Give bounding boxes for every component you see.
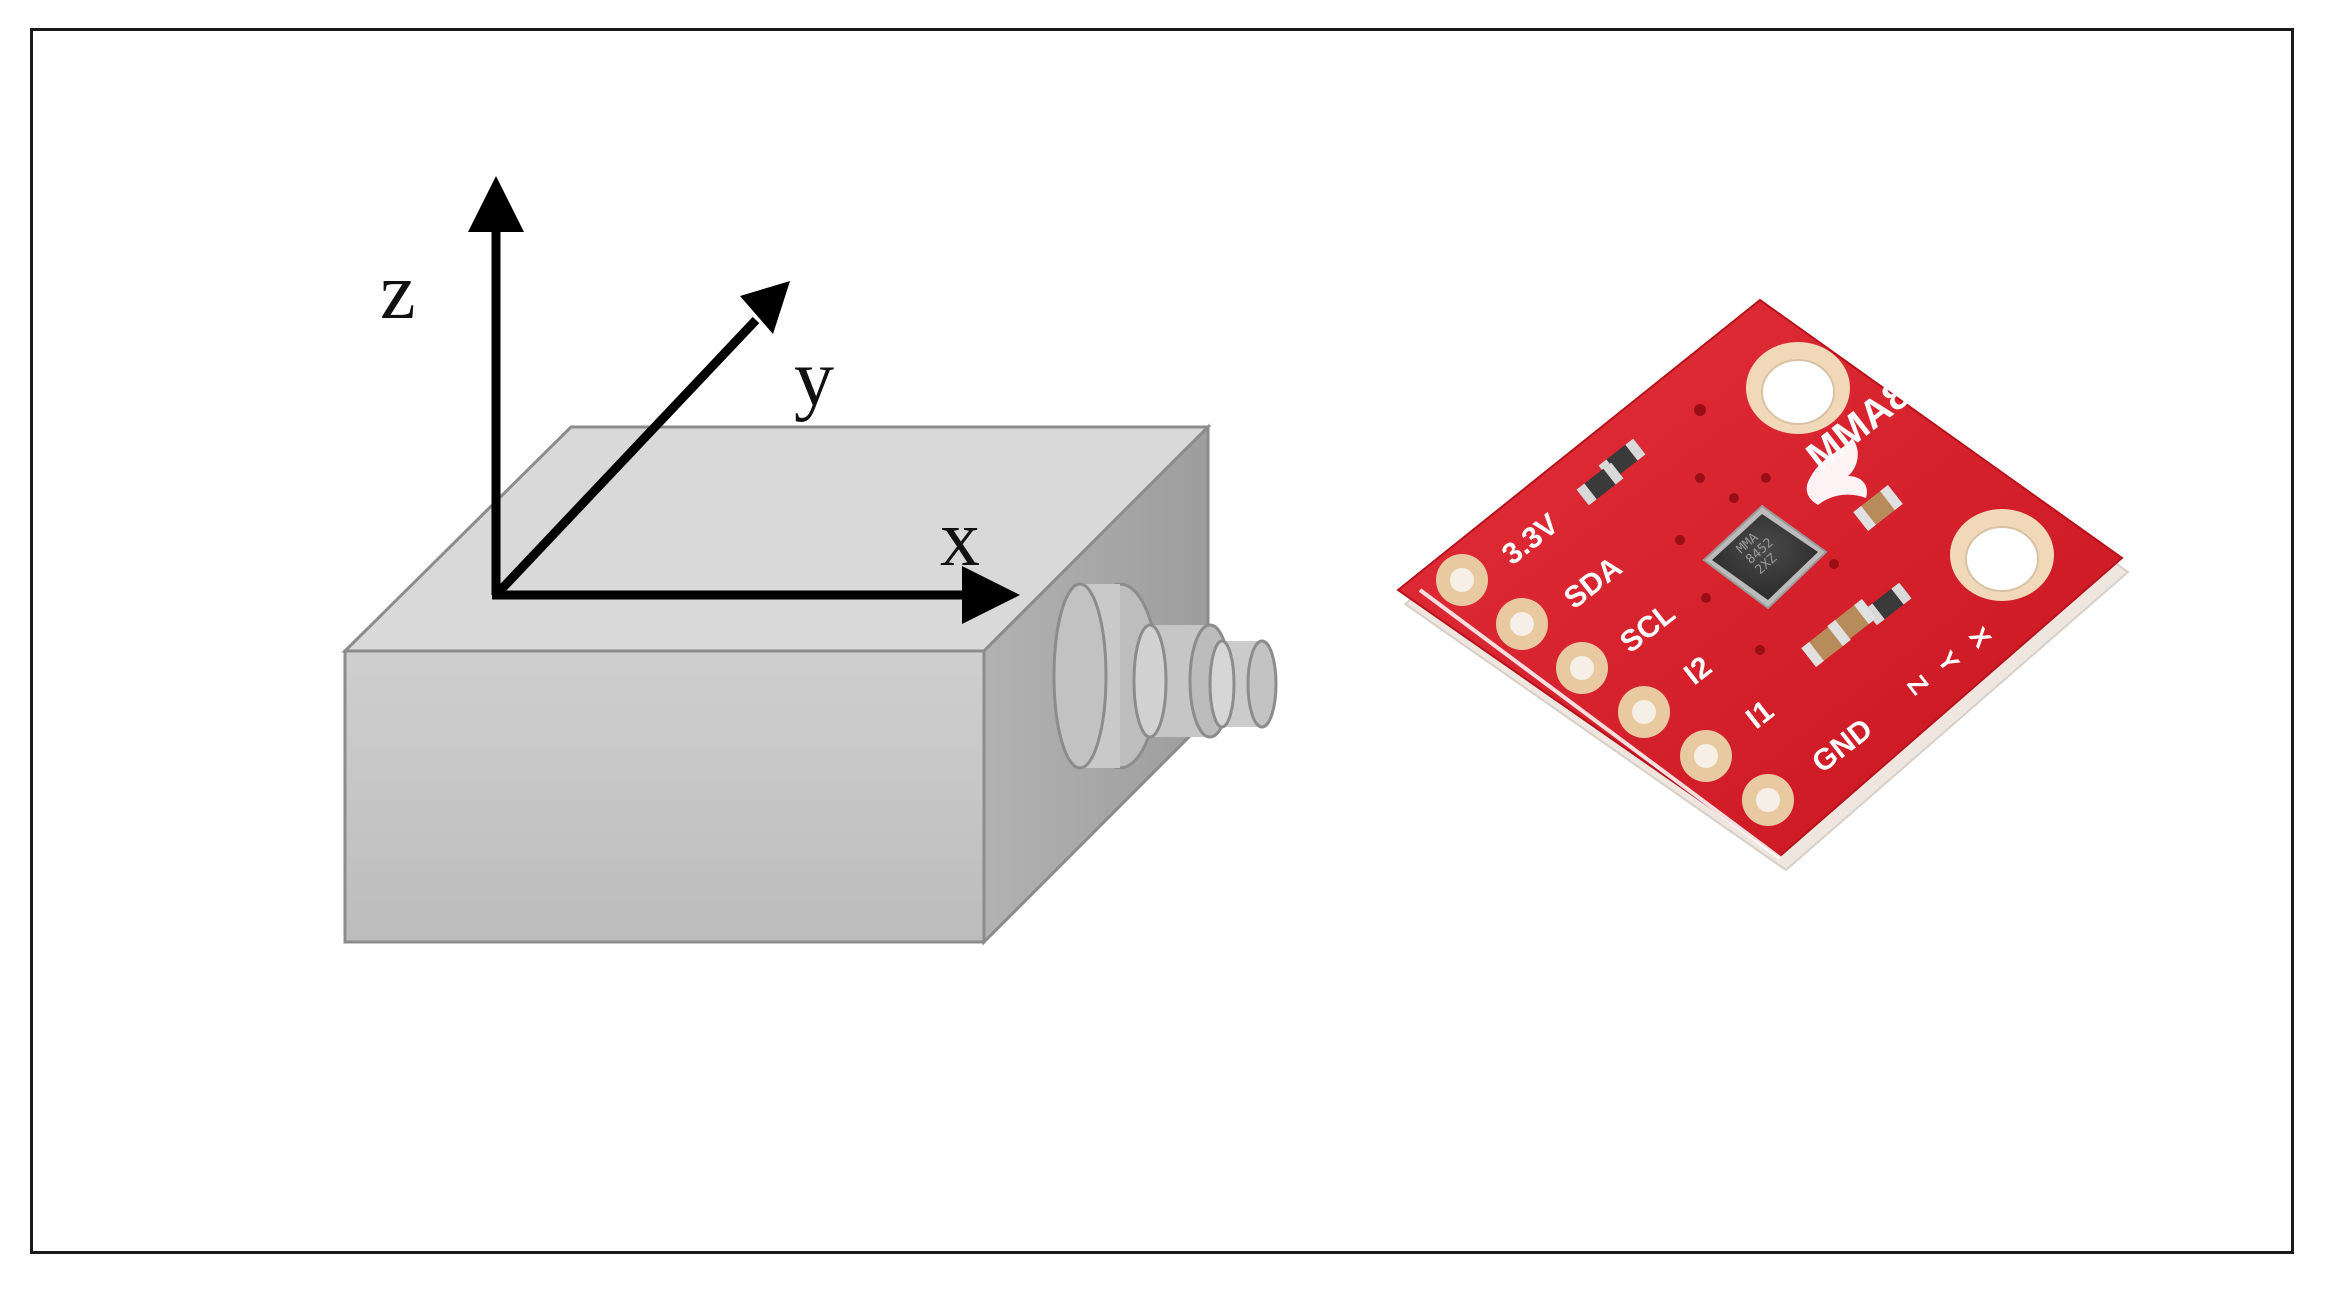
- pad-3: [1556, 642, 1608, 694]
- accelerometer-chip: MMA 8452 2XZ: [1702, 504, 1828, 610]
- y-axis-label: y: [794, 335, 834, 423]
- header-pads: [1436, 554, 1794, 826]
- z-axis-label: z: [380, 248, 416, 336]
- breakout-board: MMA 8452 2XZ: [1396, 298, 2130, 872]
- z-axis-arrowhead: [468, 176, 524, 232]
- coordinate-axes: z y x: [380, 176, 1020, 624]
- y-axis-line: [492, 316, 760, 599]
- smd-components: [1576, 438, 1912, 668]
- x-axis-arrowhead: [962, 566, 1020, 624]
- device-box: [341, 423, 1278, 946]
- flame-logo: [1806, 438, 1868, 505]
- pad-4: [1618, 686, 1670, 738]
- pad-5: [1680, 730, 1732, 782]
- mounting-hole-right: [1950, 509, 2054, 601]
- pad-2: [1496, 598, 1548, 650]
- box-front-face: [343, 649, 986, 944]
- y-axis-arrowhead: [740, 281, 790, 334]
- pad-6: [1742, 774, 1794, 826]
- vias: [1675, 404, 1839, 655]
- pad-silkscreen: [1418, 588, 1782, 860]
- mounting-hole-top: [1746, 342, 1850, 434]
- connector-plug: [1052, 582, 1278, 770]
- pad-1: [1436, 554, 1488, 606]
- x-axis-label: x: [940, 495, 980, 583]
